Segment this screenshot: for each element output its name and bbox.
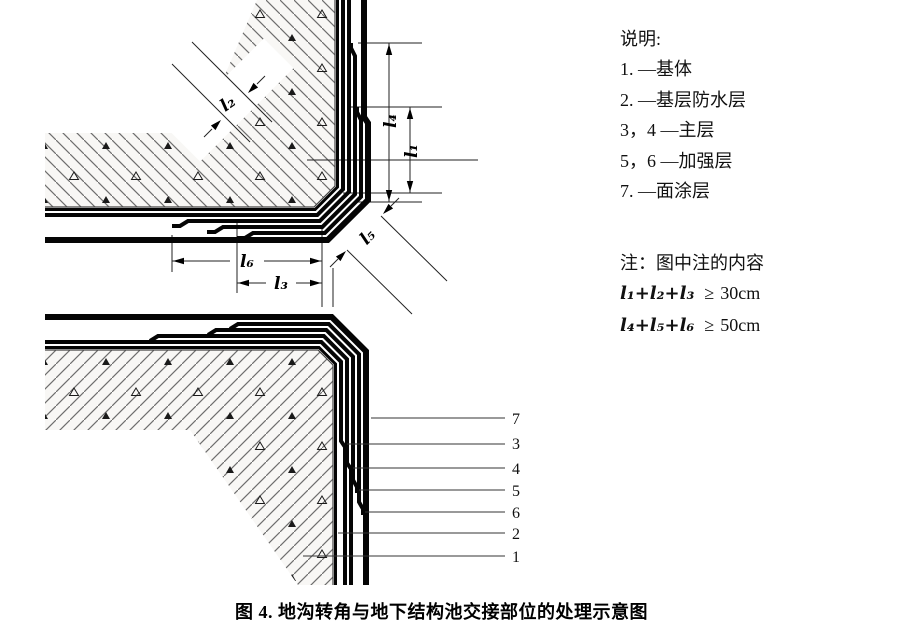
note-block: 注：图中注的内容 l₁+l₂+l₃ ≥30cm l₄+l₅+l₆ ≥50cm: [620, 248, 900, 341]
legend-title: 说明:: [620, 29, 662, 49]
legend-block: 说明: 1. —基体 2. —基层防水层 3，4 —主层 5，6 —加强层 7.…: [620, 24, 900, 207]
formula-1-relation: ≥: [704, 283, 715, 303]
leader-label-5: 5: [512, 483, 520, 500]
formula-2-relation: ≥: [704, 314, 715, 335]
leader-label-4: 4: [512, 461, 520, 478]
lower-membrane-layers: [45, 314, 369, 585]
note-title: 注：图中注的内容: [620, 253, 764, 273]
formula-1-value: 30cm: [720, 283, 761, 303]
dim-label-l4: l₄: [381, 114, 401, 128]
formula-2-lhs: l₄+l₅+l₆: [620, 314, 695, 336]
legend-item-5-6: 5，6 —加强层: [620, 150, 733, 171]
leader-label-6: 6: [512, 505, 520, 522]
note-formula-2: l₄+l₅+l₆ ≥50cm: [620, 310, 900, 342]
legend-item-7: 7. —面涂层: [620, 181, 710, 201]
upper-concrete-hatch: [45, 0, 336, 208]
formula-1-lhs: l₁+l₂+l₃: [620, 283, 695, 304]
dim-label-l6: l₆: [240, 252, 254, 272]
leader-label-2: 2: [512, 526, 520, 543]
leader-label-1: 1: [512, 549, 520, 566]
legend-item-2: 2. —基层防水层: [620, 89, 746, 110]
leader-lines: [303, 417, 505, 557]
leader-label-7: 7: [512, 411, 520, 428]
lower-concrete-hatch: [45, 349, 334, 585]
formula-2-value: 50cm: [720, 314, 761, 335]
note-formula-1: l₁+l₂+l₃ ≥30cm: [620, 278, 900, 310]
leader-label-3: 3: [512, 436, 520, 453]
legend-item-3-4: 3，4 —主层: [620, 120, 715, 140]
upper-dimension-lines: [171, 41, 478, 315]
upper-membrane-layers: [45, 0, 371, 243]
dim-label-l5: l₅: [356, 225, 380, 249]
figure-caption: 图 4. 地沟转角与地下结构池交接部位的处理示意图: [235, 602, 648, 622]
dim-label-l3: l₃: [274, 274, 288, 294]
legend-item-1: 1. —基体: [620, 59, 692, 79]
upper-dimension-arrows: [173, 44, 414, 287]
dim-label-l1: l₁: [402, 144, 422, 158]
